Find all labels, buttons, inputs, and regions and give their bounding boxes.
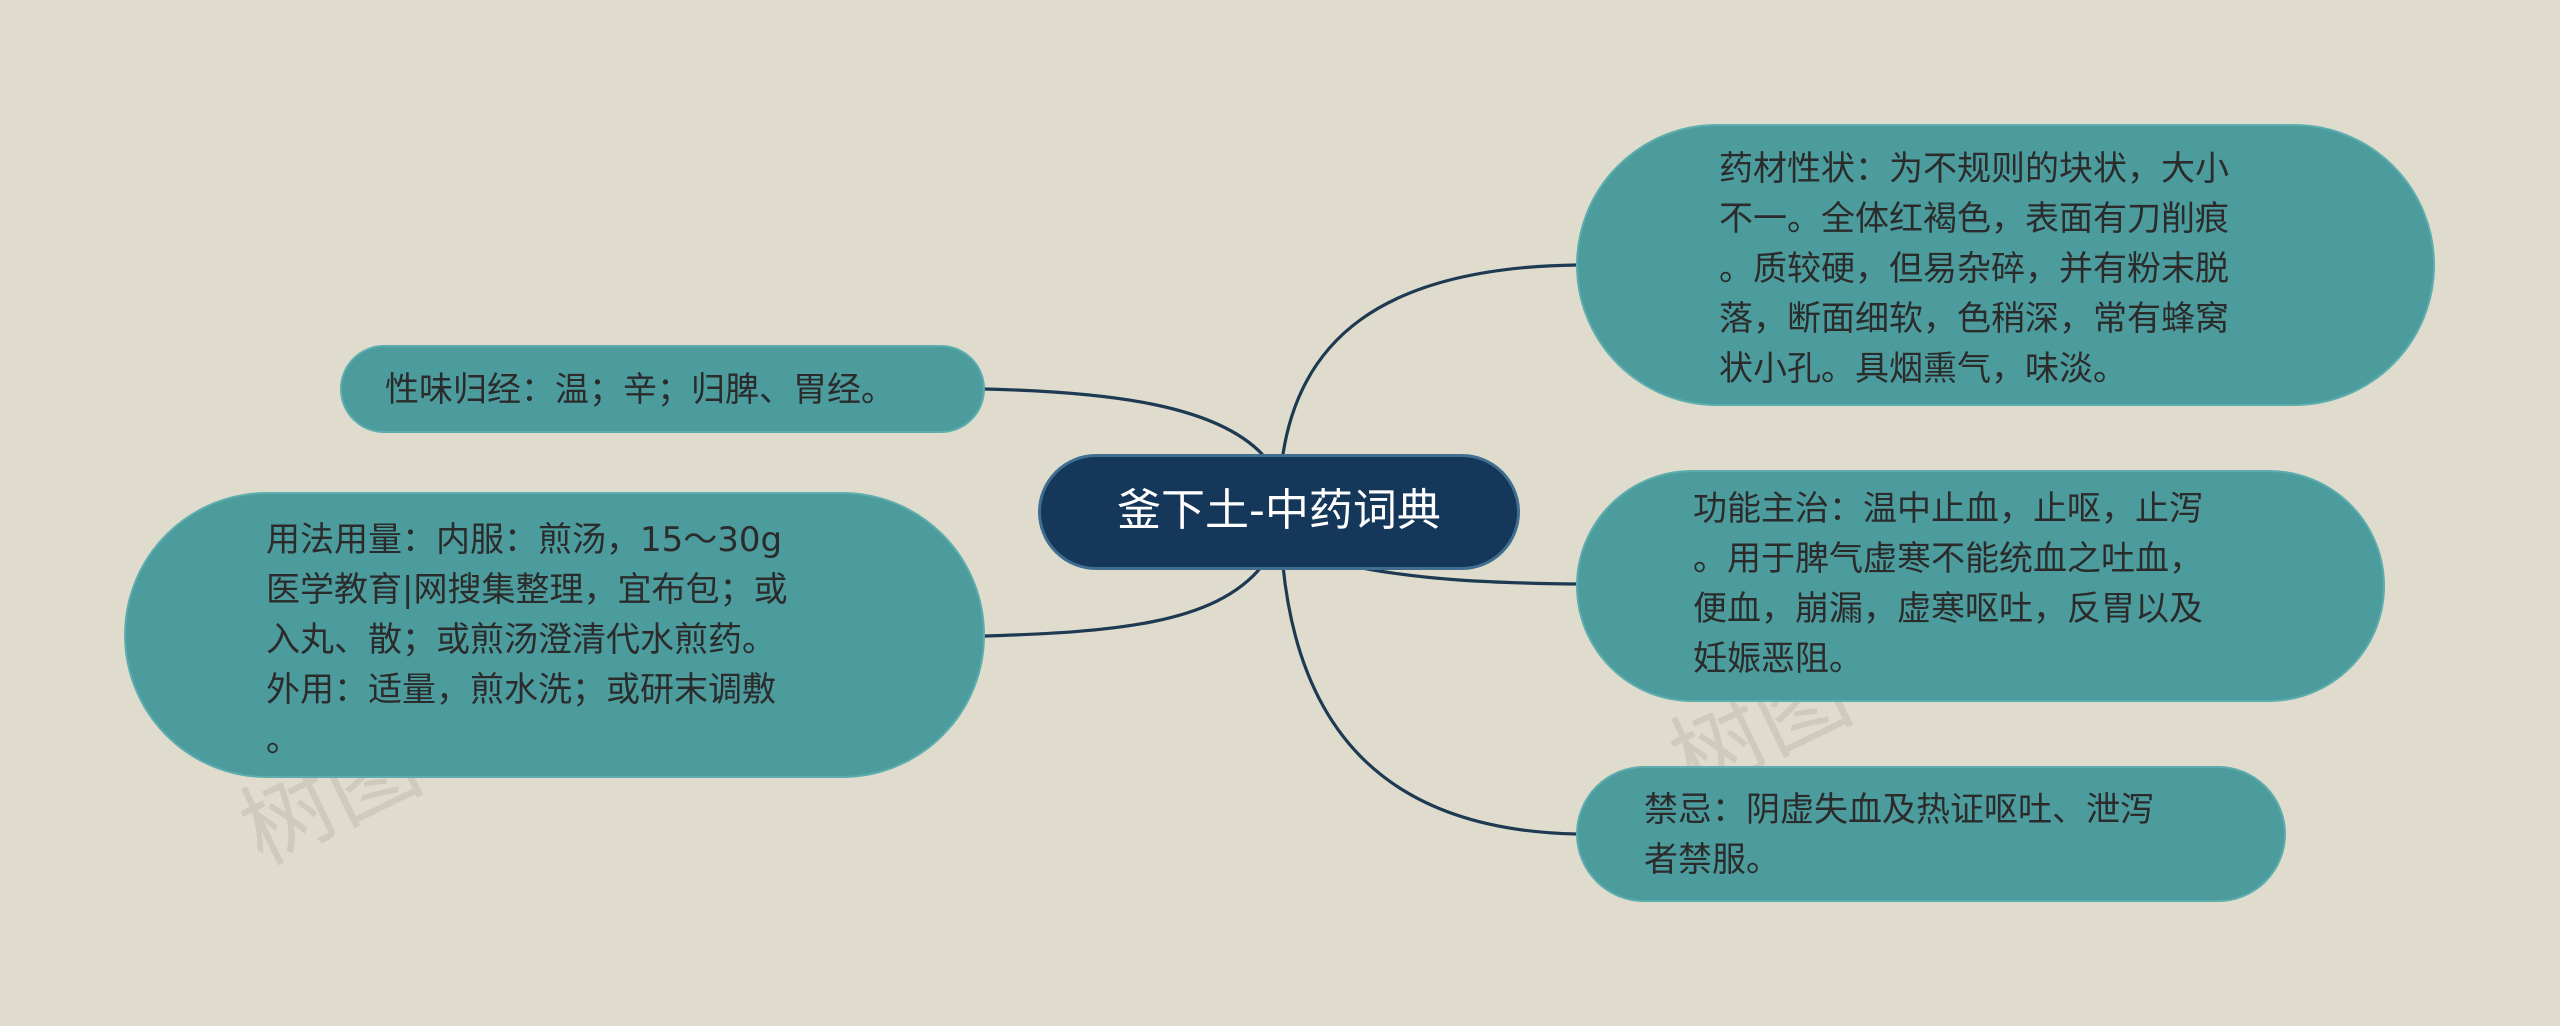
root-label: 釜下土-中药词典 — [1117, 485, 1441, 536]
node-jinji-text: 禁忌：阴虚失血及热证呕吐、泄泻 者禁服。 — [1644, 790, 2154, 880]
connector-yongfa — [983, 564, 1264, 638]
connector-yaocai — [1281, 263, 1578, 456]
connector-xingwei — [983, 387, 1264, 456]
connector-gongneng — [1350, 564, 1578, 586]
node-yongfa[interactable]: 用法用量：内服：煎汤，15～30g 医学教育|网搜集整理，宜布包；或 入丸、散；… — [124, 492, 985, 778]
node-xingwei-text: 性味归经：温；辛；归脾、胃经。 — [385, 370, 895, 410]
node-gongneng[interactable]: 功能主治：温中止血，止呕，止泻 。用于脾气虚寒不能统血之吐血， 便血，崩漏，虚寒… — [1576, 470, 2385, 702]
node-yaocai-text: 药材性状：为不规则的块状，大小 不一。全体红褐色，表面有刀削痕 。质较硬，但易杂… — [1719, 149, 2229, 389]
node-gongneng-text: 功能主治：温中止血，止呕，止泻 。用于脾气虚寒不能统血之吐血， 便血，崩漏，虚寒… — [1693, 489, 2203, 679]
connector-jinji — [1281, 564, 1578, 836]
node-yongfa-text: 用法用量：内服：煎汤，15～30g 医学教育|网搜集整理，宜布包；或 入丸、散；… — [266, 520, 788, 760]
node-yaocai[interactable]: 药材性状：为不规则的块状，大小 不一。全体红褐色，表面有刀削痕 。质较硬，但易杂… — [1576, 124, 2435, 406]
root-node[interactable]: 釜下土-中药词典 — [1038, 454, 1520, 570]
node-jinji[interactable]: 禁忌：阴虚失血及热证呕吐、泄泻 者禁服。 — [1576, 766, 2286, 902]
node-xingwei[interactable]: 性味归经：温；辛；归脾、胃经。 — [340, 345, 985, 433]
